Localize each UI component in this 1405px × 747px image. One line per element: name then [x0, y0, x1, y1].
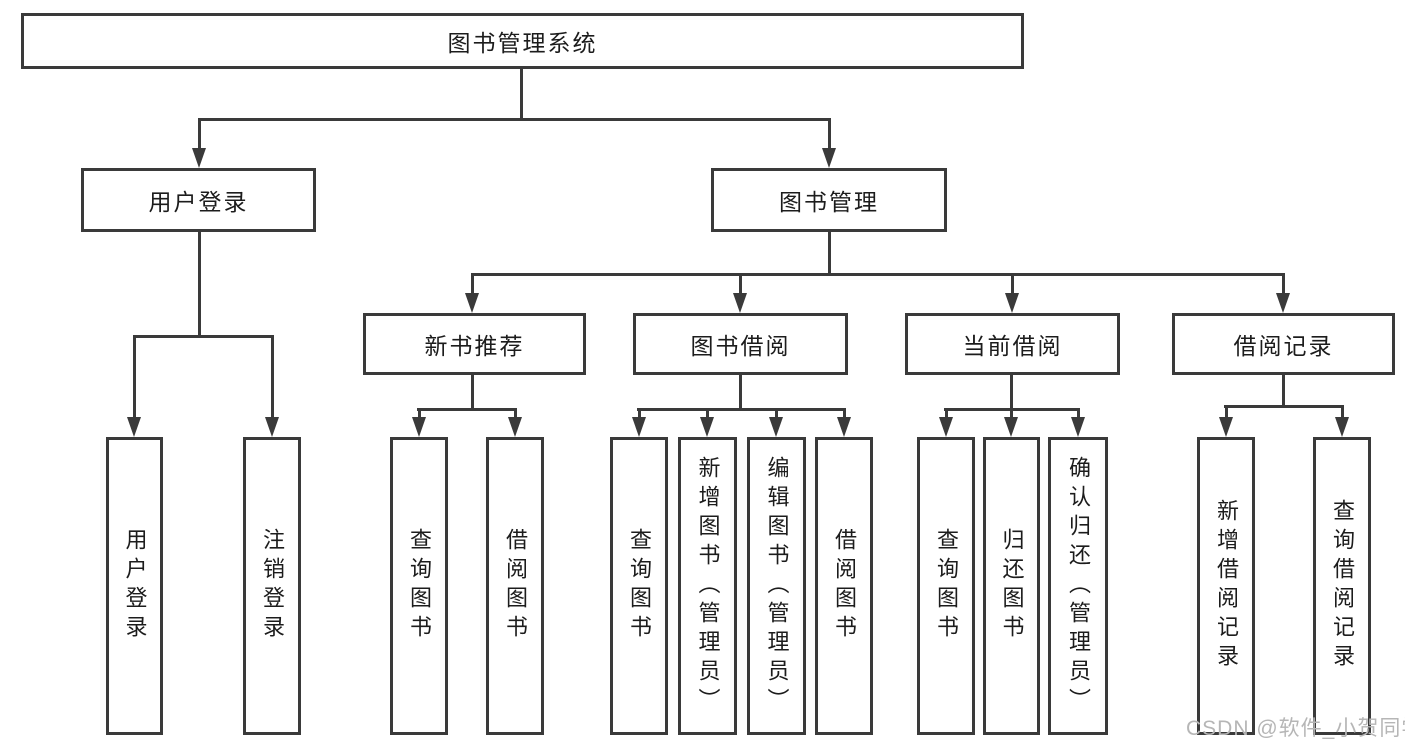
connector-line [1282, 375, 1285, 408]
node-book-management: 图书管理 [711, 168, 947, 232]
connector-line [828, 232, 831, 276]
arrow-down-icon [508, 417, 522, 437]
connector-line [775, 408, 778, 420]
leaf-add-books-admin: 新增图书（管理员） [678, 437, 737, 735]
connector-line [1077, 408, 1080, 420]
connector-line [520, 69, 523, 121]
node-borrowing-records: 借阅记录 [1172, 313, 1395, 375]
arrow-down-icon [192, 148, 206, 168]
connector-line [271, 335, 274, 421]
leaf-logout: 注销登录 [243, 437, 301, 735]
connector-line [198, 118, 831, 121]
arrow-down-icon [412, 417, 426, 437]
arrow-down-icon [1276, 293, 1290, 313]
connector-line [198, 118, 201, 152]
arrow-down-icon [733, 293, 747, 313]
connector-line [1010, 408, 1013, 420]
arrow-down-icon [769, 417, 783, 437]
node-user-login: 用户登录 [81, 168, 316, 232]
node-new-book-recommendation: 新书推荐 [363, 313, 586, 375]
connector-line [739, 375, 742, 411]
connector-line [1225, 405, 1228, 420]
connector-line [739, 273, 742, 297]
leaf-confirm-return-admin: 确认归还（管理员） [1048, 437, 1108, 735]
connector-line [637, 408, 846, 411]
connector-line [418, 408, 421, 420]
arrow-down-icon [465, 293, 479, 313]
arrow-down-icon [127, 417, 141, 437]
connector-line [198, 232, 201, 338]
leaf-add-borrow-record: 新增借阅记录 [1197, 437, 1255, 735]
arrow-down-icon [939, 417, 953, 437]
arrow-down-icon [837, 417, 851, 437]
arrow-down-icon [1219, 417, 1233, 437]
connector-line [514, 408, 517, 420]
connector-line [1010, 375, 1013, 411]
connector-line [417, 408, 516, 411]
arrow-down-icon [265, 417, 279, 437]
arrow-down-icon [1071, 417, 1085, 437]
arrow-down-icon [700, 417, 714, 437]
arrow-down-icon [632, 417, 646, 437]
leaf-borrow-books-recommend: 借阅图书 [486, 437, 544, 735]
connector-line [471, 273, 474, 297]
leaf-query-books-recommend: 查询图书 [390, 437, 448, 735]
connector-line [471, 273, 1284, 276]
node-current-borrowing: 当前借阅 [905, 313, 1120, 375]
arrow-down-icon [1005, 293, 1019, 313]
node-book-borrowing: 图书借阅 [633, 313, 848, 375]
csdn-watermark: CSDN @软件_小贺同学 [1186, 717, 1405, 740]
leaf-return-books: 归还图书 [983, 437, 1040, 735]
connector-line [1011, 273, 1014, 297]
arrow-down-icon [822, 148, 836, 168]
connector-line [945, 408, 948, 420]
arrow-down-icon [1004, 417, 1018, 437]
connector-line [706, 408, 709, 420]
connector-line [1224, 405, 1344, 408]
leaf-query-books-borrow: 查询图书 [610, 437, 668, 735]
leaf-query-books-current: 查询图书 [917, 437, 975, 735]
connector-line [638, 408, 641, 420]
node-library-system: 图书管理系统 [21, 13, 1024, 69]
leaf-edit-books-admin: 编辑图书（管理员） [747, 437, 806, 735]
connector-line [1282, 273, 1285, 297]
leaf-user-login: 用户登录 [106, 437, 163, 735]
connector-line [843, 408, 846, 420]
arrow-down-icon [1335, 417, 1349, 437]
connector-line [471, 375, 474, 411]
connector-line [133, 335, 136, 421]
connector-line [133, 335, 273, 338]
leaf-borrow-books: 借阅图书 [815, 437, 873, 735]
leaf-query-borrow-record: 查询借阅记录 [1313, 437, 1371, 735]
connector-line [828, 118, 831, 152]
connector-line [1341, 405, 1344, 420]
